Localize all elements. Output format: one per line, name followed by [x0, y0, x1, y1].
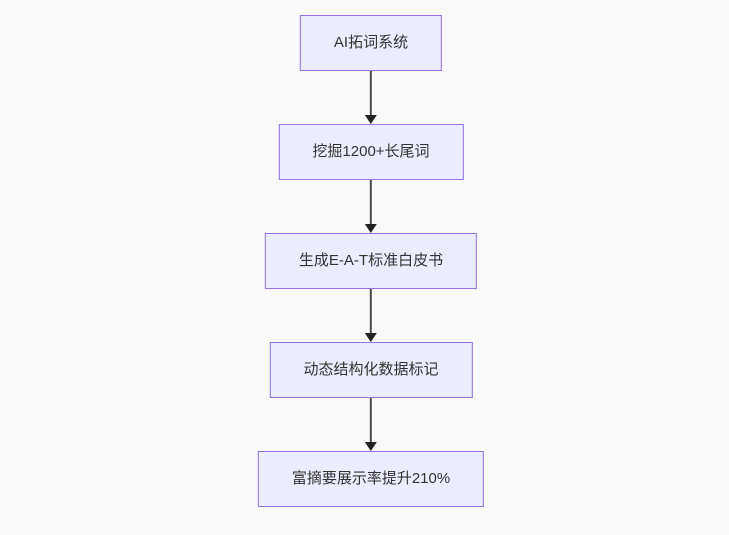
flowchart-edge-4: [365, 398, 377, 451]
arrow-down-icon: [365, 442, 377, 451]
arrow-down-icon: [365, 115, 377, 124]
flowchart-node-ai-keyword-system: AI拓词系统: [299, 15, 443, 71]
flowchart-edge-2: [365, 180, 377, 233]
edge-line: [370, 71, 372, 115]
flowchart-edge-3: [365, 289, 377, 342]
flowchart-node-structured-data-markup: 动态结构化数据标记: [269, 342, 473, 398]
flowchart-node-rich-snippet-uplift: 富摘要展示率提升210%: [257, 451, 485, 507]
edge-line: [370, 180, 372, 224]
flowchart-node-eat-whitepaper: 生成E-A-T标准白皮书: [264, 233, 478, 289]
edge-line: [370, 398, 372, 442]
flowchart-edge-1: [365, 71, 377, 124]
edge-line: [370, 289, 372, 333]
flowchart: AI拓词系统 挖掘1200+长尾词 生成E-A-T标准白皮书 动态结构化数据标记…: [257, 15, 485, 507]
arrow-down-icon: [365, 333, 377, 342]
arrow-down-icon: [365, 224, 377, 233]
flowchart-node-longtail-mining: 挖掘1200+长尾词: [278, 124, 464, 180]
